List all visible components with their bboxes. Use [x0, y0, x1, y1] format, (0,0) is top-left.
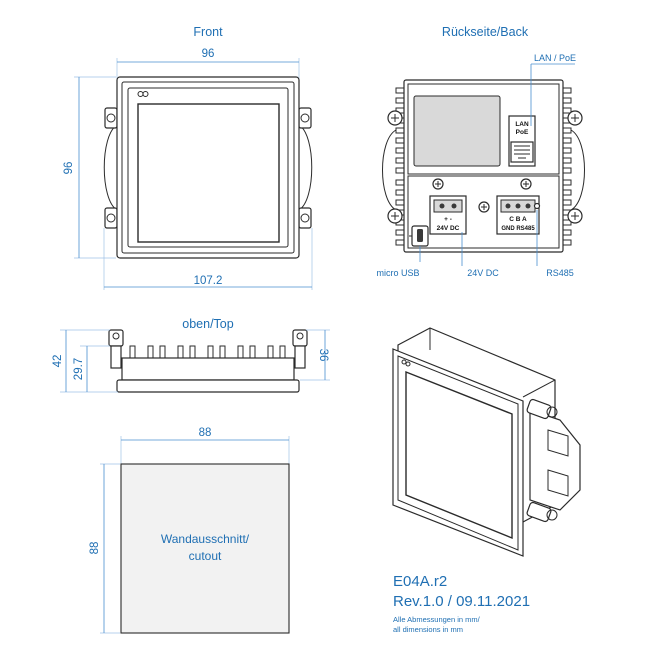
logo-icon [137, 91, 149, 97]
callout-24v-dc: 24V DC [467, 268, 499, 278]
back-upper-panel [407, 83, 560, 175]
top-depth-body-value: 36 [317, 349, 329, 362]
iso-bracket [529, 409, 581, 511]
cutout-view: 88 88 Wandausschnitt/ cutout [89, 427, 290, 634]
callout-rs485: RS485 [546, 268, 574, 278]
top-view: oben/Top [52, 317, 330, 393]
top-clamp-left [108, 329, 124, 369]
callout-lan-poe: LAN / PoE [534, 53, 576, 63]
top-title: oben/Top [182, 317, 233, 331]
front-title: Front [193, 25, 223, 39]
iso-clamp-top [526, 398, 552, 420]
power-pins-label: + - [444, 216, 452, 223]
front-display [137, 103, 280, 243]
front-bracket-value: 107.2 [194, 275, 223, 287]
front-bracket-left [103, 107, 118, 229]
cutout-title-1: Wandausschnitt/ [161, 532, 250, 546]
back-label-area [413, 95, 501, 167]
top-fins [129, 345, 286, 359]
lan-port-label-1: LAN [515, 121, 529, 128]
back-lower-panel [407, 175, 560, 249]
top-front-bezel [116, 379, 300, 393]
back-view: Rückseite/Back [376, 25, 585, 278]
title-block: E04A.r2 Rev.1.0 / 09.11.2021 Alle Abmess… [393, 573, 530, 634]
rs485-pins-label: C B A [509, 216, 527, 223]
front-bezel [121, 81, 295, 254]
cutout-area [120, 463, 290, 634]
power-terminal-block [433, 199, 463, 213]
top-clamp-right [292, 329, 308, 369]
front-width-value: 96 [202, 48, 215, 60]
units-note-1: Alle Abmessungen in mm/ [393, 615, 481, 624]
iso-display [405, 370, 513, 540]
front-view: Front 96 96 [63, 25, 313, 290]
top-depth-front-value: 29.7 [73, 358, 85, 380]
top-body [121, 357, 295, 381]
back-title: Rückseite/Back [442, 25, 529, 39]
isometric-view [392, 327, 581, 557]
back-bracket-right [570, 129, 585, 211]
cutout-title-2: cutout [189, 549, 222, 563]
front-height-value: 96 [63, 162, 75, 175]
iso-clamp-bottom [526, 501, 552, 523]
power-name-label: 24V DC [437, 225, 460, 232]
revision-text: Rev.1.0 / 09.11.2021 [393, 593, 530, 610]
lan-port-jack [510, 141, 534, 163]
units-note-2: all dimensions in mm [393, 625, 463, 634]
cutout-width-value: 88 [199, 427, 212, 439]
lan-port-label-2: PoE [516, 129, 529, 136]
top-depth-total-value: 42 [52, 355, 64, 368]
model-name: E04A.r2 [393, 573, 447, 590]
front-bezel-inner [127, 87, 289, 248]
back-bracket-left [382, 129, 397, 211]
cutout-height-value: 88 [89, 542, 101, 555]
rs485-name-label: GND RS485 [501, 226, 535, 232]
callout-micro-usb: micro USB [376, 268, 419, 278]
front-bracket-right [298, 107, 313, 229]
iso-logo-icon [401, 359, 411, 367]
